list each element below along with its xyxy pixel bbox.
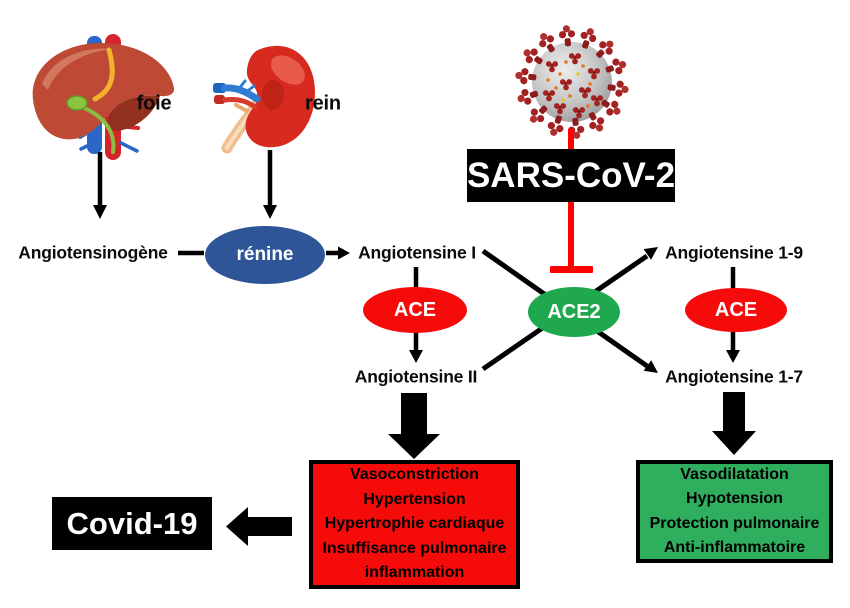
effect-line: Anti-inflammatoire [663, 539, 806, 556]
liver-illustration [32, 34, 175, 160]
angiotensinogen-label: Angiotensinogène [18, 242, 168, 263]
covid-19-box: Covid-19 [52, 497, 212, 550]
coronavirus-image [514, 24, 630, 140]
effect-line: Hypertension [363, 490, 466, 508]
thick-arrow-angiotensin-ii-to-effects [388, 393, 440, 459]
ace-right-ellipse: ACE [685, 288, 787, 332]
angiotensin-ii-effects-box: Vasoconstriction Hypertension Hypertroph… [309, 460, 520, 589]
liver-label: foie [136, 92, 172, 115]
effect-line: Protection pulmonaire [649, 514, 820, 532]
effect-line: inflammation [364, 564, 465, 582]
kidney-label: rein [305, 92, 341, 115]
kidney-illustration [213, 45, 316, 154]
effect-line: Hypertrophie cardiaque [324, 515, 505, 533]
effect-line: Vasoconstriction [350, 466, 479, 484]
sars-cov-2-label: SARS-CoV-2 [466, 155, 676, 195]
angiotensin-i-label: Angiotensine I [358, 242, 476, 263]
renin-ellipse: rénine [205, 226, 325, 284]
effect-line: Insuffisance pulmonaire [322, 539, 507, 557]
effect-line: Hypotension [686, 490, 783, 507]
angiotensin-1-7-effects-box: Vasodilatation Hypotension Protection pu… [636, 460, 833, 563]
covid-19-label: Covid-19 [66, 505, 198, 541]
ace2-label: ACE2 [547, 300, 601, 323]
ace-left-label: ACE [393, 298, 437, 321]
angiotensin-1-7-label: Angiotensine 1-7 [665, 366, 803, 387]
angiotensin-ii-label: Angiotensine II [354, 366, 478, 387]
thick-arrow-effects-to-covid [226, 507, 292, 546]
arrow-liver-to-angiotensinogen [93, 152, 107, 219]
sars-cov-2-box: SARS-CoV-2 [467, 149, 675, 202]
ace-right-label: ACE [714, 298, 758, 321]
renin-label: rénine [236, 244, 294, 265]
angiotensin-1-9-label: Angiotensine 1-9 [665, 242, 803, 263]
ace-left-ellipse: ACE [363, 287, 467, 333]
thick-arrow-angiotensin-1-7-to-effects [712, 392, 756, 455]
arrow-kidney-to-renin [263, 150, 277, 219]
effect-line: Vasodilatation [680, 465, 789, 483]
ace2-ellipse: ACE2 [528, 287, 620, 337]
arrow-renin-to-angiotensin-i [326, 246, 350, 260]
